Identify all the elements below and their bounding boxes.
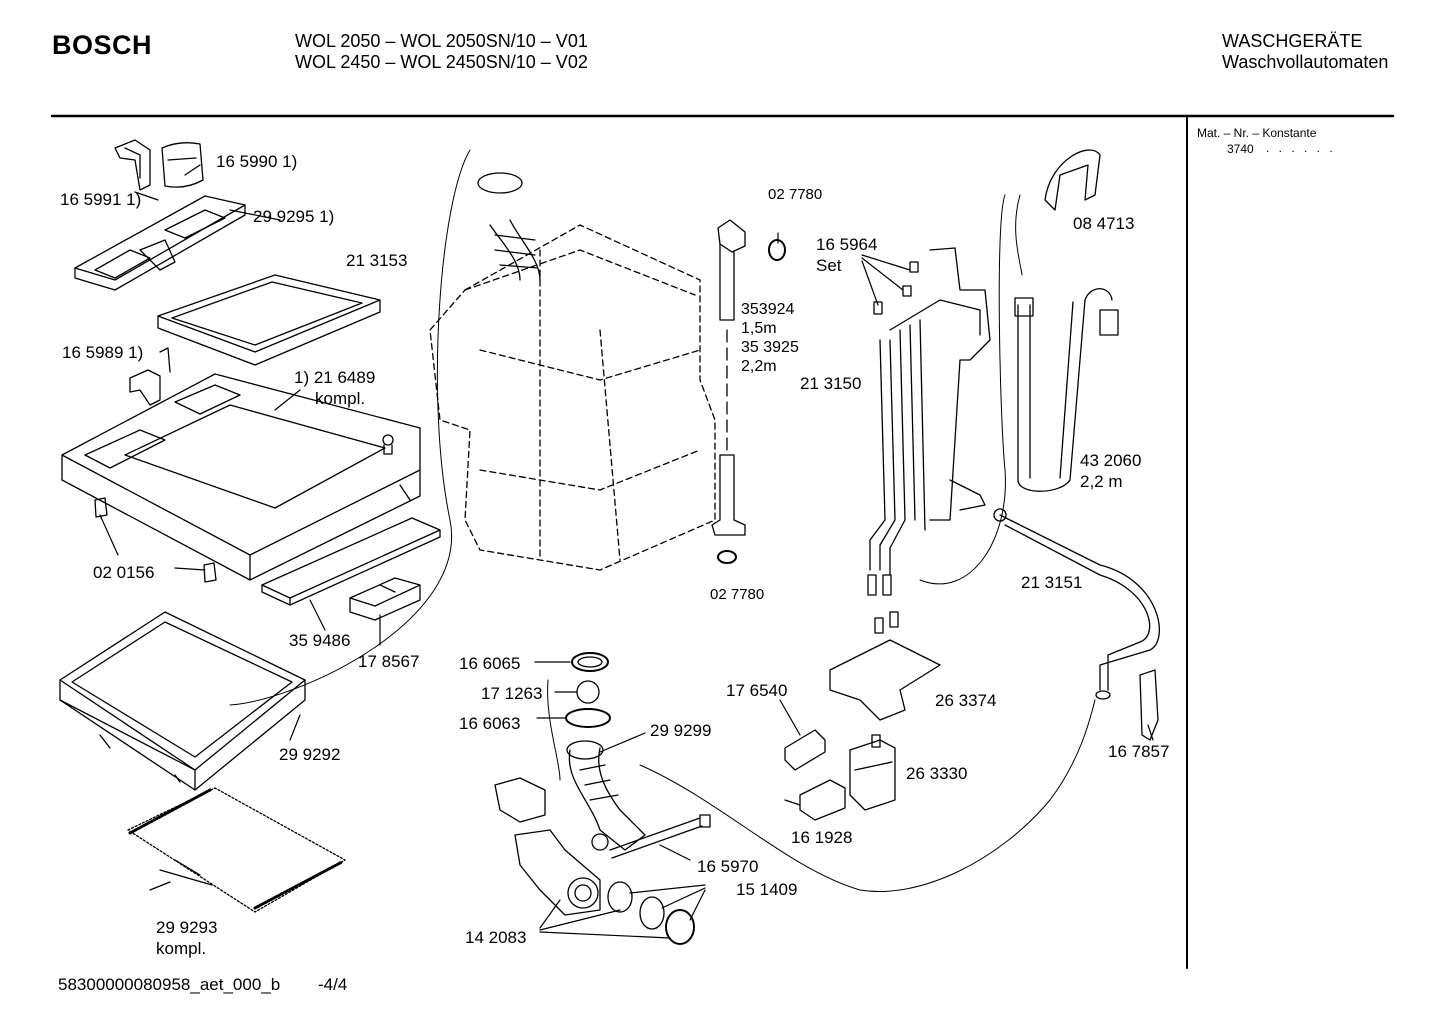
label-165970: 16 5970 — [697, 857, 759, 876]
filter-rings-151409 — [607, 881, 695, 945]
leader-curve — [229, 149, 471, 706]
footer-page: -4/4 — [318, 975, 348, 994]
label-2-2-m: 2,2 m — [1080, 472, 1123, 491]
label-166065: 16 6065 — [459, 654, 521, 673]
label-084713: 08 4713 — [1073, 214, 1135, 233]
label-176540: 17 6540 — [726, 681, 788, 700]
sidebar-value: 3740 — [1227, 142, 1254, 156]
cover-cap-part — [161, 142, 204, 188]
model-line-1: WOL 2050 – WOL 2050SN/10 – V01 — [295, 31, 588, 51]
label-161928: 16 1928 — [791, 828, 853, 847]
hinge-bar-part — [261, 517, 441, 606]
tub-hose-part — [477, 172, 541, 281]
ball-171263 — [576, 680, 600, 704]
pump-bracket-part — [494, 777, 546, 823]
seal-part — [127, 787, 346, 913]
hose-bracket-part — [1044, 149, 1101, 211]
model-line-2: WOL 2450 – WOL 2450SN/10 – V02 — [295, 52, 588, 72]
seal-ring-166065 — [571, 652, 609, 672]
label-2-2m: 2,2m — [741, 358, 777, 375]
label-166063: 16 6063 — [459, 714, 521, 733]
sump-hose-299299 — [566, 740, 646, 851]
label-171263: 17 1263 — [481, 684, 543, 703]
bracket-part — [94, 497, 217, 583]
detergent-drawer-part — [74, 195, 246, 291]
label-216489-kompl: kompl. — [315, 389, 366, 408]
nozzle-set-part — [873, 261, 919, 315]
label-set: Set — [816, 256, 842, 275]
label-299293: 29 9293 — [156, 918, 218, 937]
label-020156: 02 0156 — [93, 563, 155, 582]
label-142083: 14 2083 — [465, 928, 527, 947]
label-027780-top: 02 7780 — [768, 186, 823, 203]
wiring-harness-part — [867, 247, 991, 596]
label-216489: 1) 21 6489 — [294, 368, 376, 387]
ring-166063 — [565, 708, 611, 728]
drain-pipe-165970 — [591, 814, 711, 859]
label-178567: 17 8567 — [358, 652, 420, 671]
cable-curve — [639, 699, 1096, 892]
label-299299: 29 9299 — [650, 721, 712, 740]
label-353924: 353924 — [741, 301, 795, 318]
label-299292: 29 9292 — [279, 745, 341, 764]
label-165991: 16 5991 1) — [60, 190, 142, 209]
label-151409: 15 1409 — [736, 880, 798, 899]
label-299295: 29 9295 1) — [253, 207, 335, 226]
label-213151: 21 3151 — [1021, 573, 1083, 592]
label-432060: 43 2060 — [1080, 451, 1142, 470]
label-213150: 21 3150 — [800, 374, 862, 393]
clip-167857-part — [1139, 669, 1159, 741]
part-161928 — [784, 779, 846, 821]
label-213153: 21 3153 — [346, 251, 408, 270]
tray-part — [157, 274, 381, 366]
pipe-213151-part — [993, 508, 1161, 700]
label-027780-bottom: 02 7780 — [710, 586, 765, 603]
label-299293-kompl: kompl. — [156, 939, 207, 958]
label-1-5m: 1,5m — [741, 320, 777, 337]
door-lock-part — [349, 577, 421, 621]
label-263374: 26 3374 — [935, 691, 997, 710]
category-line-1: WASCHGERÄTE — [1222, 31, 1363, 51]
washing-tub-drawing — [429, 224, 716, 571]
valve-part — [849, 734, 896, 811]
part-176540 — [784, 729, 826, 771]
footer-doc-id: 58300000080958_aet_000_b — [58, 975, 281, 994]
drain-hose-part — [1014, 288, 1119, 492]
inlet-lower-part — [711, 454, 746, 536]
label-359486: 35 9486 — [289, 631, 351, 650]
inlet-elbow-part — [717, 219, 746, 321]
lid-frame-part — [59, 611, 306, 791]
label-165990: 16 5990 1) — [216, 152, 298, 171]
pump-part-142083 — [514, 829, 601, 916]
label-165989: 16 5989 1) — [62, 343, 144, 362]
washer-top-part — [768, 239, 786, 261]
control-board-part — [829, 611, 941, 721]
brand-logo: BOSCH — [52, 30, 153, 60]
hose-curve — [919, 194, 1006, 585]
small-clip-part — [129, 347, 171, 406]
top-panel-part — [61, 373, 421, 581]
label-165964: 16 5964 — [816, 235, 878, 254]
label-263330: 26 3330 — [906, 764, 968, 783]
label-353925: 35 3925 — [741, 339, 799, 356]
washer-bottom-part — [717, 550, 737, 564]
label-167857: 16 7857 — [1108, 742, 1170, 761]
category-line-2: Waschvollautomaten — [1222, 52, 1389, 72]
leader-lines — [99, 164, 1154, 939]
sidebar-dots: . . . . . . — [1266, 141, 1336, 155]
clip-part — [114, 139, 151, 191]
sidebar-title: Mat. – Nr. – Konstante — [1197, 126, 1317, 140]
